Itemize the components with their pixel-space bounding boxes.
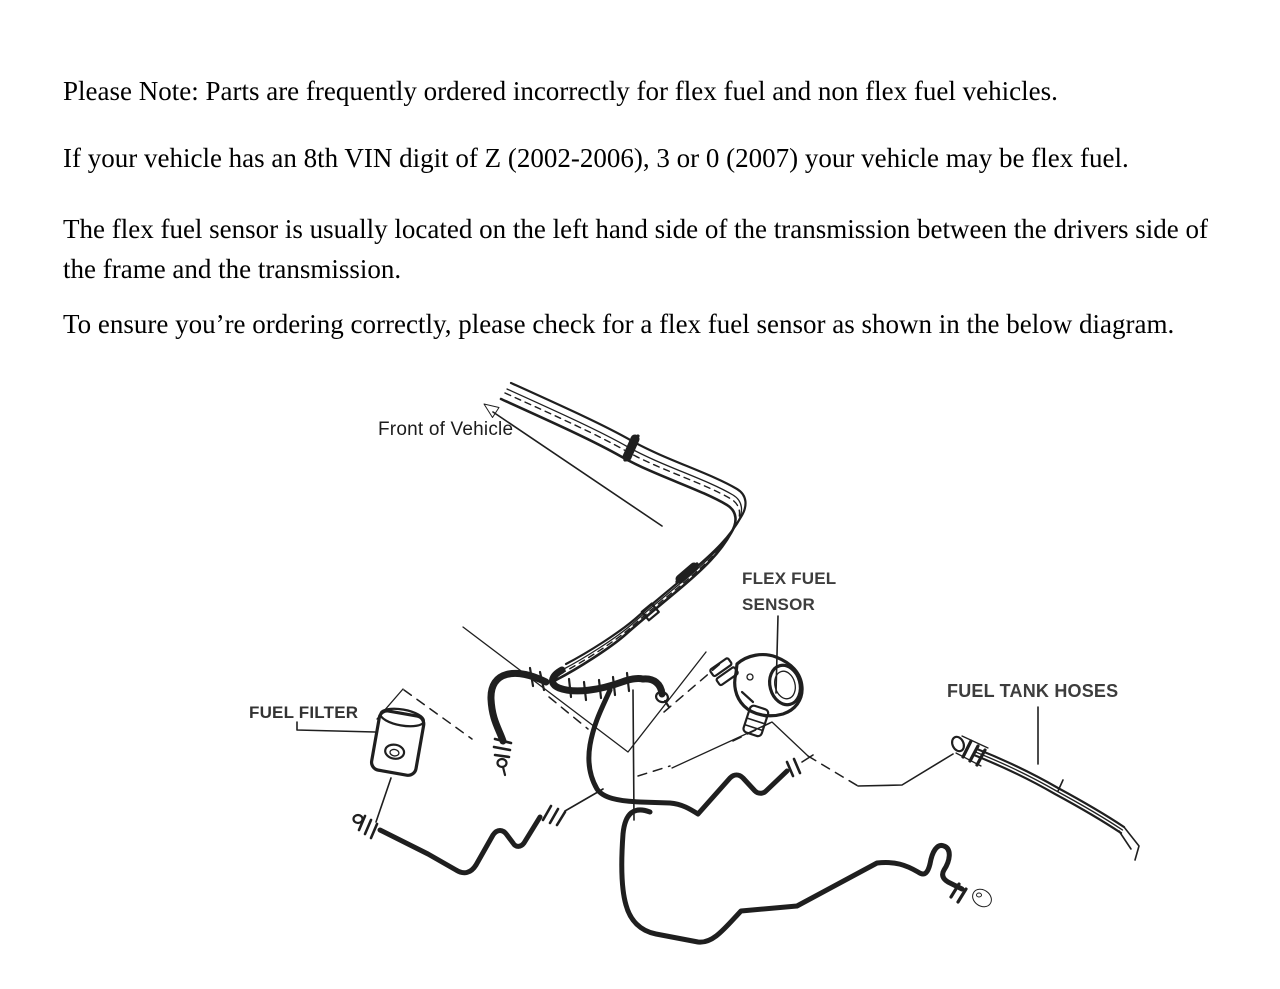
note-paragraph-2: If your vehicle has an 8th VIN digit of … bbox=[63, 143, 1129, 173]
main-fuel-line-bundle bbox=[499, 381, 747, 682]
flex-fuel-sensor-label: FLEX FUEL SENSOR bbox=[742, 569, 837, 614]
flex-fuel-sensor-part bbox=[709, 615, 804, 738]
fuel-filter-label: FUEL FILTER bbox=[249, 703, 359, 722]
feed-hose bbox=[487, 666, 550, 777]
drop-line bbox=[632, 689, 635, 821]
fuel-tank-hoses-label: FUEL TANK HOSES bbox=[947, 681, 1119, 701]
fuel-filter-part bbox=[296, 707, 426, 823]
fuel-line-u-bend-couplings bbox=[549, 666, 671, 709]
note-paragraph-4: To ensure you’re ordering correctly, ple… bbox=[63, 309, 1175, 339]
filter-outlet-line bbox=[352, 788, 604, 876]
note-paragraph-1: Please Note: Parts are frequently ordere… bbox=[63, 76, 1058, 106]
mid-fuel-line bbox=[586, 687, 814, 817]
front-of-vehicle-label: Front of Vehicle bbox=[378, 419, 514, 440]
lower-fuel-line bbox=[619, 807, 992, 945]
flex-fuel-sensor-leader-line bbox=[775, 615, 779, 694]
fuel-filter-leader-line bbox=[296, 721, 376, 733]
fuel-tank-hoses-part bbox=[950, 706, 1140, 861]
note-paragraph-3: The flex fuel sensor is usually located … bbox=[63, 214, 1208, 284]
front-of-vehicle-arrow bbox=[483, 403, 663, 527]
frame-reference-lines bbox=[376, 626, 954, 787]
